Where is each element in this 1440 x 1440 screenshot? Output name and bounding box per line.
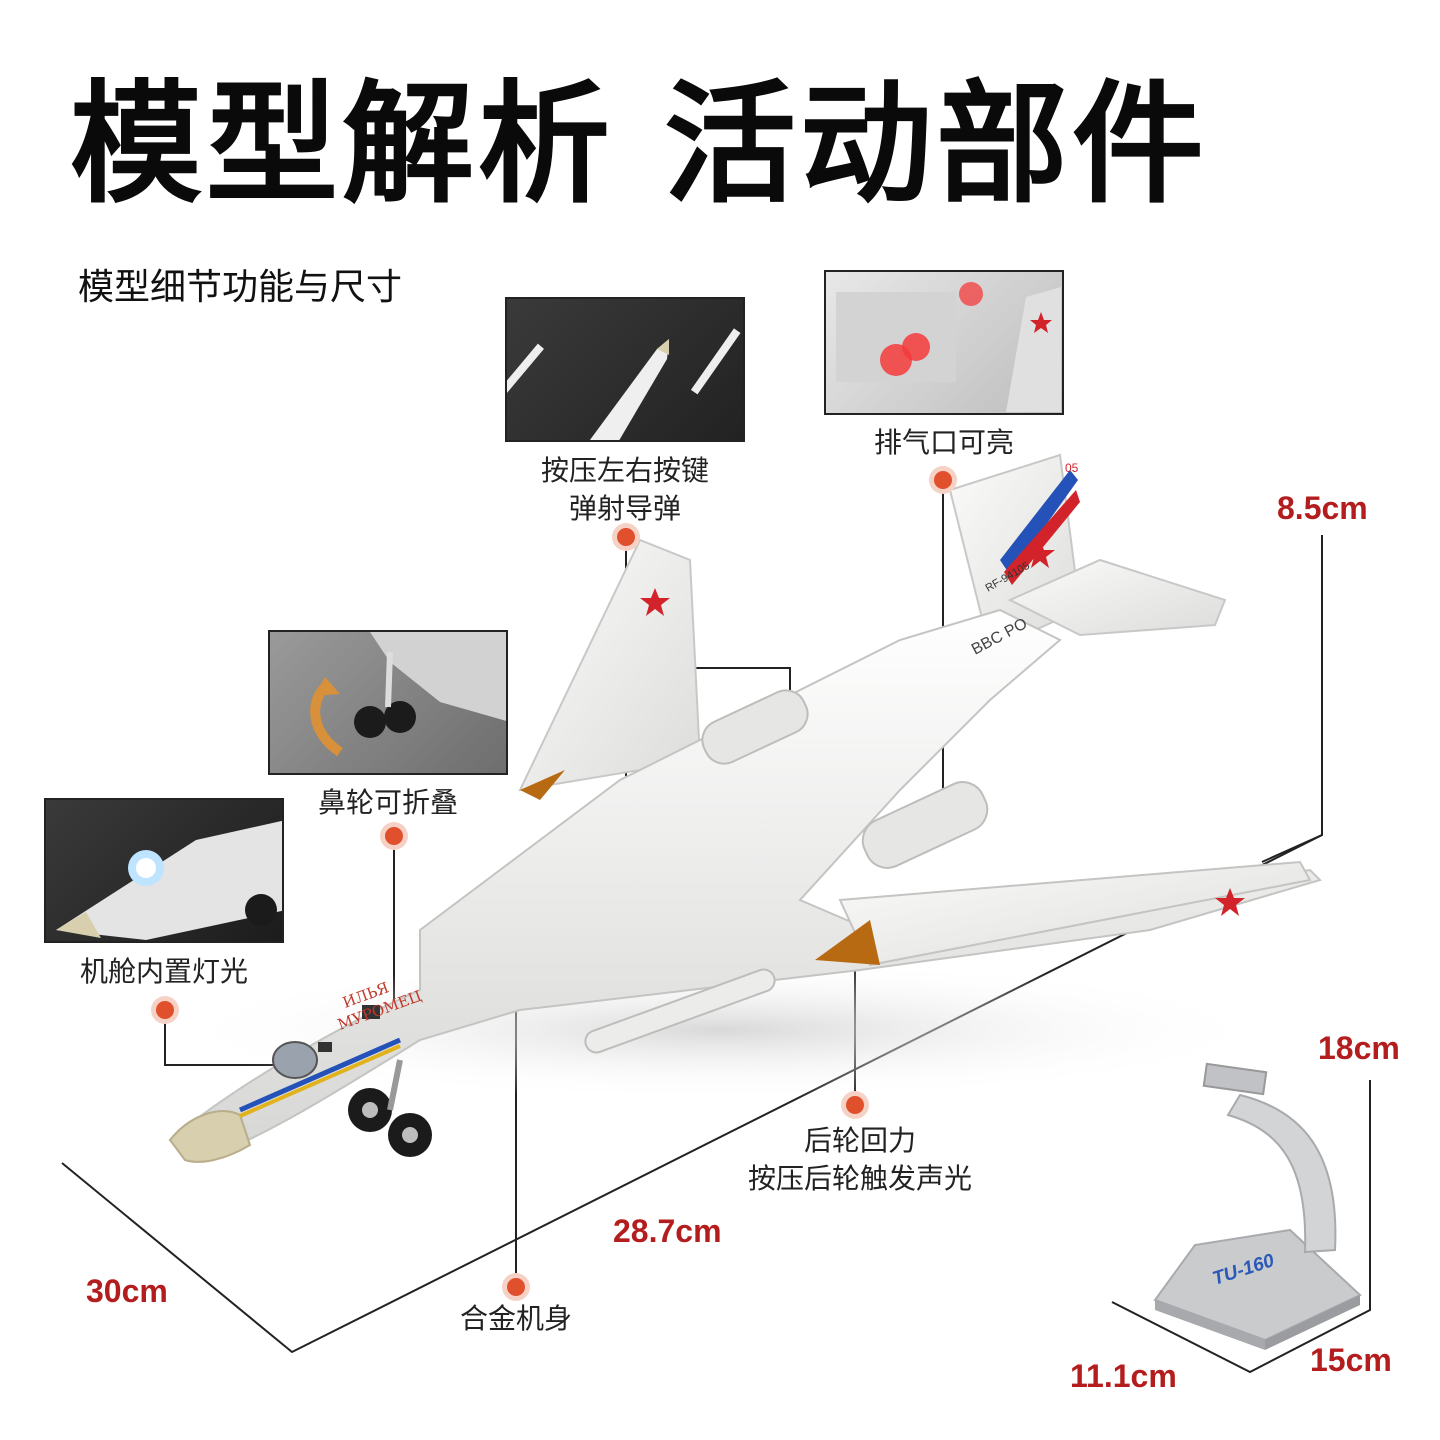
cockpit-marker <box>156 1001 174 1019</box>
nose-gear-detail-photo <box>268 630 508 775</box>
missile-caption: 按压左右按键 弹射导弹 <box>505 452 745 528</box>
length-label: 30cm <box>86 1273 168 1309</box>
exhaust-marker <box>934 471 952 489</box>
cockpit-caption: 机舱内置灯光 <box>79 955 248 988</box>
cockpit-detail-photo <box>44 798 284 943</box>
nose-gear-marker <box>385 827 403 845</box>
nose-gear-caption: 鼻轮可折叠 <box>317 786 458 819</box>
missile-caption-line2: 弹射导弹 <box>568 492 681 525</box>
page-title: 模型解析 活动部件 <box>70 68 1208 222</box>
stand-width-label: 11.1cm <box>1070 1358 1177 1394</box>
red-star-roundel-icon <box>640 588 670 616</box>
missile-marker <box>617 528 635 546</box>
exhaust-detail-photo <box>824 270 1064 415</box>
height-label: 8.5cm <box>1277 490 1368 526</box>
red-star-roundel-icon <box>1215 888 1245 916</box>
exhaust-caption: 排气口可亮 <box>873 426 1014 459</box>
body-marker <box>507 1278 525 1296</box>
stand-height-label: 18cm <box>1318 1030 1400 1066</box>
rear-gear-marker <box>846 1096 864 1114</box>
tail-number-text: 05 <box>1065 461 1079 475</box>
wingspan-tick-line <box>1261 834 1323 863</box>
stand-dimension-lines <box>1111 1080 1371 1374</box>
missile-detail-photo <box>505 297 745 442</box>
rear-gear-caption-line2: 按压后轮触发声光 <box>747 1162 972 1195</box>
missile-caption-line1: 按压左右按键 <box>540 454 709 487</box>
stand-depth-label: 15cm <box>1310 1342 1392 1378</box>
curved-arrow-icon <box>310 683 343 757</box>
wingspan-label: 28.7cm <box>613 1213 722 1249</box>
page-subtitle: 模型细节功能与尺寸 <box>78 267 403 308</box>
rear-gear-caption: 后轮回力 按压后轮触发声光 <box>720 1122 1000 1198</box>
red-star-roundel-icon <box>1025 540 1055 568</box>
body-caption: 合金机身 <box>459 1302 572 1335</box>
rear-gear-caption-line1: 后轮回力 <box>803 1124 916 1157</box>
